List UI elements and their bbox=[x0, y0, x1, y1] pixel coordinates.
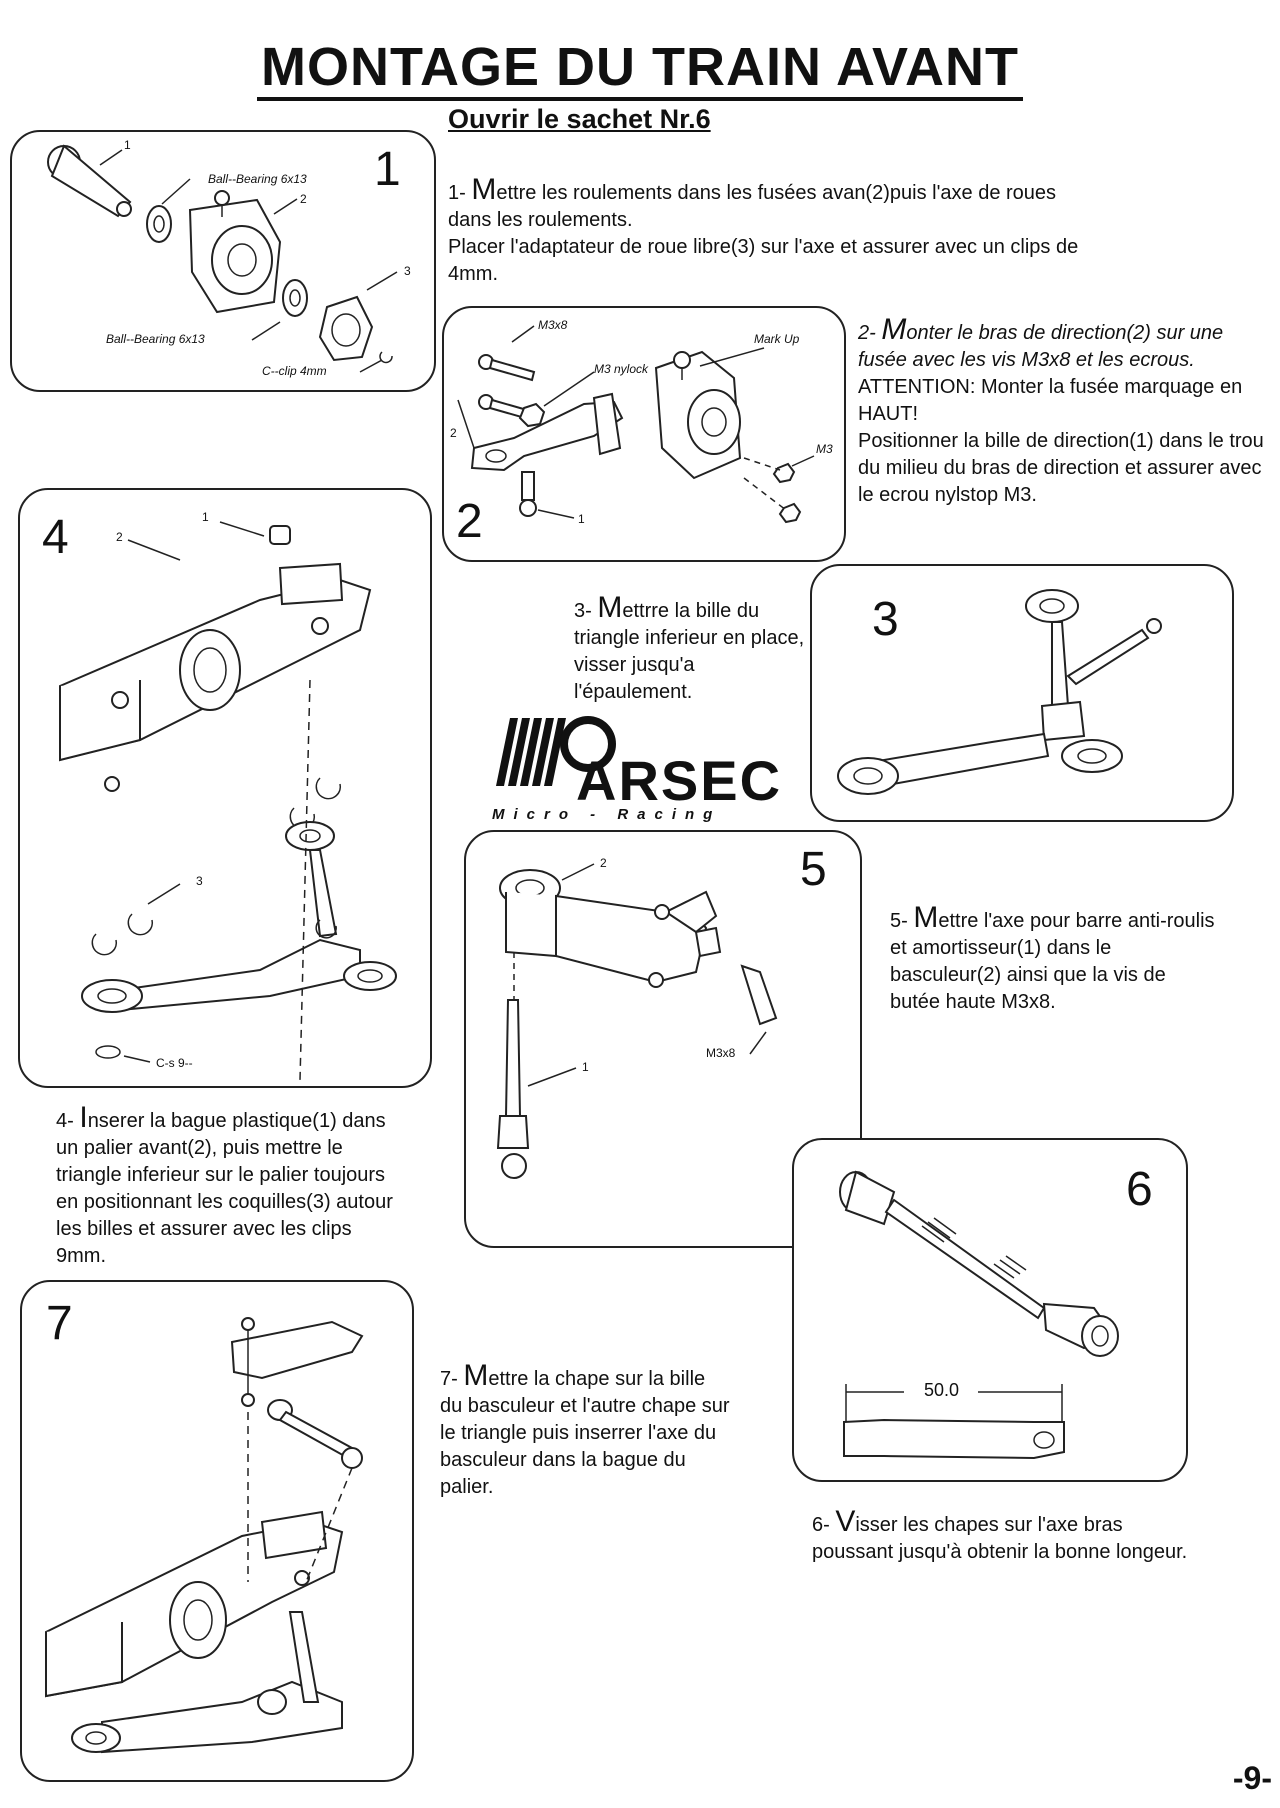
step-4-body: nserer la bague plastique(1) dans un pal… bbox=[56, 1110, 393, 1267]
step-5-illustration bbox=[496, 863, 778, 1179]
p5-label-2: 2 bbox=[600, 856, 607, 870]
p6-dimension: 50.0 bbox=[924, 1380, 960, 1400]
step-1-text: 1- Mettre les roulements dans les fusées… bbox=[448, 173, 1088, 288]
step-2-number: 2 bbox=[456, 495, 483, 548]
p4-label-2: 2 bbox=[116, 530, 123, 544]
step-3-illustration bbox=[837, 589, 1162, 795]
step-2-text: 2- Monter le bras de direction(2) sur un… bbox=[858, 313, 1268, 509]
step-1-body-2: Placer l'adaptateur de roue libre(3) sur… bbox=[448, 236, 1079, 285]
step-7-prefix: 7- bbox=[440, 1368, 464, 1390]
step-1-cap: M bbox=[471, 173, 497, 206]
p4-label-clip: C-s 9-- bbox=[156, 1056, 193, 1070]
step-4-number: 4 bbox=[42, 511, 69, 564]
p2-label-1: 1 bbox=[578, 512, 585, 526]
p2-label-nylock: M3 nylock bbox=[594, 362, 649, 376]
step-2-illustration bbox=[457, 325, 815, 524]
arsec-logo: ARSEC Micro - Racing bbox=[492, 714, 780, 826]
step-6-number: 6 bbox=[1126, 1163, 1153, 1216]
step-5-text: 5- Mettre l'axe pour barre anti-roulis e… bbox=[890, 901, 1220, 1016]
page-title-text: MONTAGE DU TRAIN AVANT bbox=[257, 37, 1023, 101]
p1-label-bearing: Ball--Bearing 6x13 bbox=[208, 172, 307, 186]
p2-label-2: 2 bbox=[450, 426, 457, 440]
step-6-body: isser les chapes sur l'axe bras poussant… bbox=[812, 1514, 1188, 1563]
step-4-cap: I bbox=[79, 1101, 88, 1134]
step-7-panel: 7 bbox=[20, 1280, 414, 1782]
p2-label-markup: Mark Up bbox=[754, 332, 800, 346]
step-1-number: 1 bbox=[374, 143, 401, 196]
step-7-illustration bbox=[45, 1317, 364, 1754]
step-6-cap: V bbox=[835, 1505, 856, 1538]
step-6-text: 6- Visser les chapes sur l'axe bras pous… bbox=[812, 1505, 1192, 1566]
step-7-text: 7- Mettre la chape sur la bille du bascu… bbox=[440, 1359, 730, 1501]
step-4-illustration bbox=[59, 521, 397, 1081]
step-4-panel: 1 2 3 C-s 9-- 4 bbox=[18, 488, 432, 1088]
step-3-cap: M bbox=[597, 591, 623, 624]
step-2-prefix: 2- bbox=[858, 322, 882, 344]
step-6-illustration bbox=[839, 1170, 1119, 1460]
step-4-prefix: 4- bbox=[56, 1110, 80, 1132]
step-1-body: ettre les roulements dans les fusées ava… bbox=[448, 182, 1057, 231]
step-3-number: 3 bbox=[872, 593, 899, 646]
p5-label-m3x8: M3x8 bbox=[706, 1046, 736, 1060]
step-3-prefix: 3- bbox=[574, 600, 598, 622]
p2-label-m3: M3 bbox=[816, 442, 833, 456]
step-3-body: ettrre la bille du triangle inferieur en… bbox=[574, 600, 805, 703]
step-7-cap: M bbox=[463, 1359, 489, 1392]
step-6-prefix: 6- bbox=[812, 1514, 836, 1536]
step-2-panel: M3x8 M3 nylock Mark Up M3 2 1 2 bbox=[442, 306, 846, 562]
step-2-body-2: ATTENTION: Monter la fusée marquage en H… bbox=[858, 376, 1243, 425]
step-5-number: 5 bbox=[800, 843, 827, 896]
p2-label-m3x8: M3x8 bbox=[538, 318, 568, 332]
p4-label-1: 1 bbox=[202, 510, 209, 524]
p1-label-1: 1 bbox=[124, 138, 131, 152]
logo-text: ARSEC bbox=[576, 749, 783, 812]
step-5-body: ettre l'axe pour barre anti-roulis et am… bbox=[890, 910, 1215, 1013]
step-1-illustration bbox=[47, 144, 398, 373]
p1-label-clip: C--clip 4mm bbox=[262, 364, 327, 378]
step-4-text: 4- Inserer la bague plastique(1) dans un… bbox=[56, 1101, 396, 1270]
p1-label-bearing-2: Ball--Bearing 6x13 bbox=[106, 332, 205, 346]
logo-subtext: Micro - Racing bbox=[492, 806, 722, 823]
step-3-text: 3- Mettrre la bille du triangle inferieu… bbox=[574, 591, 810, 706]
p5-label-1: 1 bbox=[582, 1060, 589, 1074]
p1-label-3: 3 bbox=[404, 264, 411, 278]
step-1-prefix: 1- bbox=[448, 182, 472, 204]
p1-label-2: 2 bbox=[300, 192, 307, 206]
page-number: -9- bbox=[1232, 1760, 1272, 1796]
step-3-panel: 3 bbox=[810, 564, 1234, 822]
step-7-number: 7 bbox=[46, 1297, 73, 1350]
step-2-body: onter le bras de direction(2) sur une fu… bbox=[858, 322, 1224, 371]
step-1-panel: 1 Ball--Bearing 6x13 2 3 Ball--Bearing 6… bbox=[10, 130, 436, 392]
step-2-cap: M bbox=[881, 313, 907, 346]
step-5-prefix: 5- bbox=[890, 910, 914, 932]
step-2-body-3: Positionner la bille de direction(1) dan… bbox=[858, 430, 1264, 506]
page-title: MONTAGE DU TRAIN AVANT bbox=[0, 36, 1280, 101]
step-5-cap: M bbox=[913, 901, 939, 934]
p4-label-3: 3 bbox=[196, 874, 203, 888]
logo-mark bbox=[496, 716, 616, 786]
page-subtitle: Ouvrir le sachet Nr.6 bbox=[448, 104, 711, 134]
step-6-panel: 50.0 6 bbox=[792, 1138, 1188, 1482]
step-7-body: ettre la chape sur la bille du basculeur… bbox=[440, 1368, 730, 1498]
